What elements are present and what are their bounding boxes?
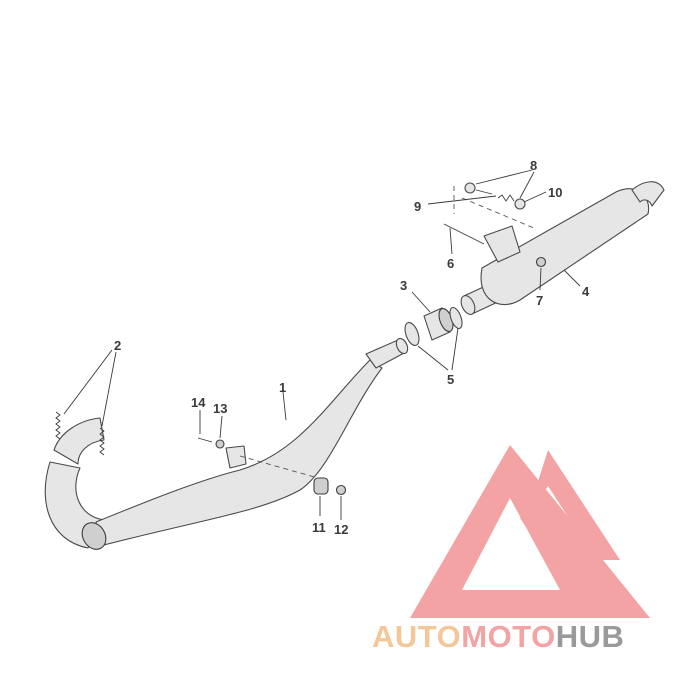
leader-lines <box>63 169 581 520</box>
rubber-mount-body <box>313 477 329 495</box>
header-pipe-outlet-end <box>395 337 409 355</box>
sleeve-assembly <box>404 306 463 347</box>
spring-right <box>99 427 105 456</box>
silencer <box>460 181 665 315</box>
callout-11: 11 <box>312 520 326 535</box>
callout-14: 14 <box>191 395 206 410</box>
spring-9 <box>497 194 515 202</box>
leader-8a <box>475 169 533 185</box>
callout-3: 3 <box>400 278 407 293</box>
watermark-brand: AUTOMOTOHUB <box>372 619 624 654</box>
watermark-logo <box>410 445 650 618</box>
callout-2: 2 <box>114 338 121 353</box>
watermark-moto: MOTO <box>461 619 555 654</box>
bolt-14 <box>197 437 213 443</box>
nut-12 <box>335 484 347 496</box>
leader-5a <box>417 345 449 371</box>
header-pipe <box>44 337 409 550</box>
callouts: 1 2 3 4 5 6 7 8 9 10 11 12 13 14 <box>114 158 590 537</box>
gasket-ring-left <box>404 321 420 347</box>
leader-2a <box>63 349 113 415</box>
leader-8b <box>519 171 535 199</box>
silencer-inlet-end <box>460 295 476 315</box>
callout-12: 12 <box>334 522 348 537</box>
bolt-14-and-washer-13 <box>197 437 225 449</box>
spring-left <box>55 411 61 440</box>
leader-3 <box>411 291 431 313</box>
washer-13 <box>215 439 225 449</box>
silencer-tailpipe <box>631 181 665 207</box>
springs <box>55 411 105 456</box>
callout-6: 6 <box>447 256 454 271</box>
silencer-bracket <box>483 225 521 263</box>
leader-5b <box>451 327 459 371</box>
washer-10 <box>514 198 526 210</box>
bolt-9 <box>475 189 493 195</box>
gasket-ring-right <box>449 306 463 330</box>
rubber-mount <box>313 477 347 496</box>
leader-6 <box>449 227 453 255</box>
callout-9: 9 <box>414 199 421 214</box>
leader-1 <box>282 391 287 421</box>
nut-7 <box>535 256 547 268</box>
callout-4: 4 <box>582 284 590 299</box>
bolt-6-and-nut-7 <box>443 223 547 268</box>
leader-4 <box>563 269 581 287</box>
leader-9 <box>427 195 497 205</box>
header-flange <box>81 522 107 550</box>
callout-1: 1 <box>279 380 286 395</box>
washer-8-left <box>464 182 476 194</box>
header-mount-dash <box>239 455 319 479</box>
hardware-dash-lines <box>453 186 535 229</box>
callout-7: 7 <box>536 293 543 308</box>
leader-7 <box>539 267 542 291</box>
small-hardware <box>453 182 535 229</box>
leader-2b <box>101 351 117 427</box>
silencer-body <box>480 188 650 305</box>
header-pipe-expansion-chamber <box>95 359 383 547</box>
header-pipe-inlet <box>53 417 105 465</box>
leader-13 <box>219 415 223 439</box>
watermark-hub: HUB <box>556 619 625 654</box>
callout-5: 5 <box>447 372 454 387</box>
watermark-text: AUTOMOTOHUB <box>372 619 624 654</box>
watermark-auto: AUTO <box>372 619 461 654</box>
watermark-inner-mark <box>520 450 620 560</box>
callout-10: 10 <box>548 185 562 200</box>
callout-8: 8 <box>530 158 537 173</box>
leader-10 <box>523 191 547 203</box>
header-bracket <box>225 445 247 469</box>
callout-13: 13 <box>213 401 227 416</box>
bolt-6 <box>443 223 485 245</box>
